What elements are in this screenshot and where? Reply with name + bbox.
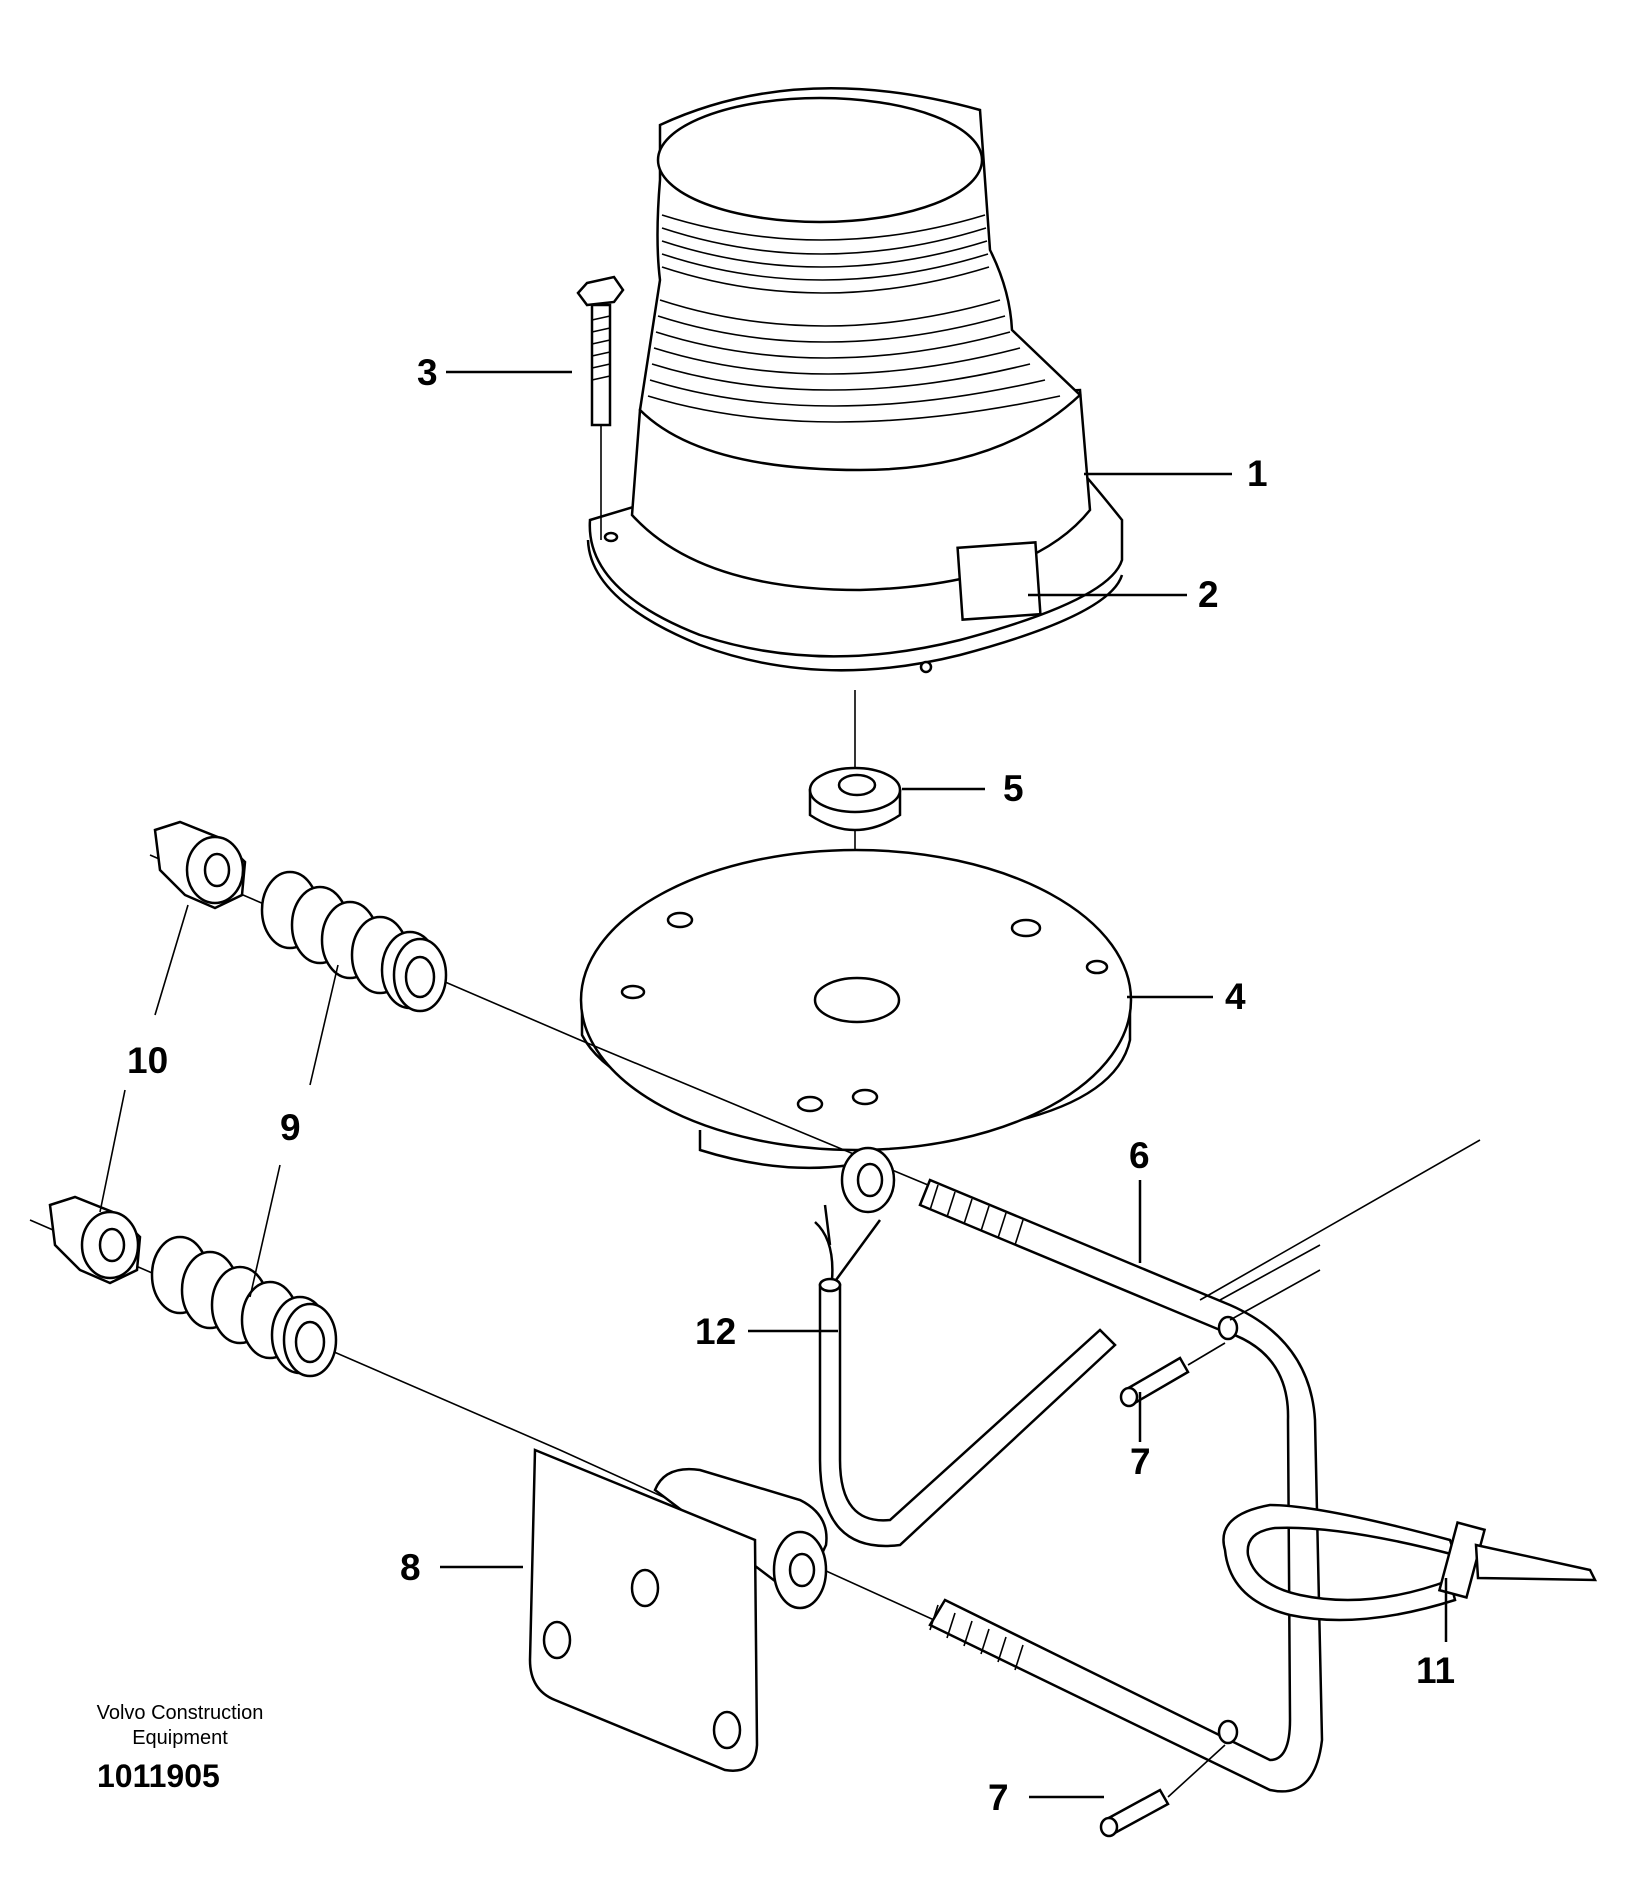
leader-lines (440, 370, 1448, 1799)
split-pin-lower (1099, 1744, 1226, 1838)
callout-5: 5 (1003, 768, 1024, 809)
mounting-bolt (576, 275, 625, 543)
callout-7-upper: 7 (1130, 1441, 1151, 1482)
beacon-lamp (586, 87, 1124, 674)
brand-line-1: Volvo Construction (97, 1702, 264, 1724)
cable-gland (840, 1146, 896, 1214)
compression-spring-lower (150, 1235, 338, 1378)
figure-number: 1011905 (97, 1758, 220, 1794)
rubber-grommet (808, 766, 902, 832)
callout-4: 4 (1225, 976, 1246, 1017)
callout-12: 12 (695, 1311, 736, 1352)
lock-nut-upper (153, 820, 247, 910)
callout-6: 6 (1129, 1135, 1150, 1176)
callout-10: 10 (127, 1040, 168, 1081)
callout-8: 8 (400, 1547, 421, 1588)
split-pin-upper (1119, 1342, 1226, 1408)
base-plate (579, 848, 1133, 1170)
callout-2: 2 (1198, 574, 1219, 615)
callout-3: 3 (417, 352, 438, 393)
u-bolt (918, 1178, 1324, 1793)
lock-nut-lower (48, 1195, 142, 1285)
callout-brackets-9-10 (99, 904, 339, 1298)
cable (814, 1204, 1117, 1548)
mounting-bracket (528, 1448, 828, 1772)
frame-edge-lines (1199, 1139, 1481, 1321)
callout-1: 1 (1247, 453, 1268, 494)
brand-line-2: Equipment (132, 1727, 228, 1749)
callout-7-lower: 7 (988, 1777, 1009, 1818)
cable-tie (1222, 1503, 1598, 1622)
callout-9: 9 (280, 1107, 301, 1148)
callout-11: 11 (1416, 1650, 1455, 1691)
compression-spring-upper (260, 870, 448, 1013)
